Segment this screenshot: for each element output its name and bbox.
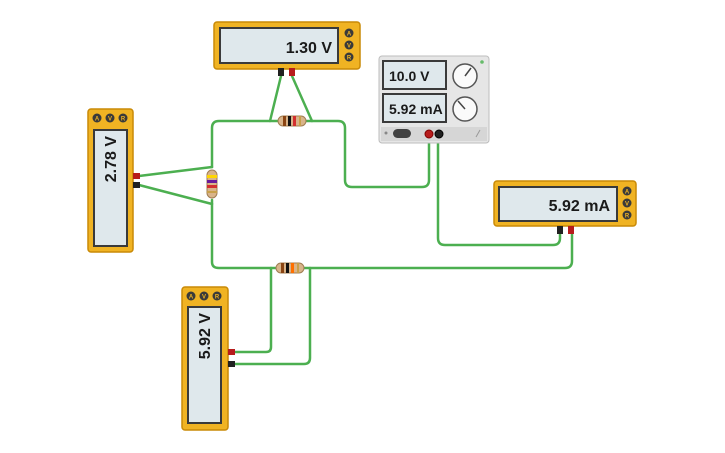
wire-left-meter-probe-red[interactable]	[137, 165, 214, 178]
wires	[137, 74, 574, 366]
svg-text:A: A	[347, 32, 352, 38]
ammeter-mode-button[interactable]	[186, 291, 196, 301]
multimeter-top-mode-buttons[interactable]: A V R	[344, 28, 354, 62]
probe-red-terminal[interactable]	[568, 226, 574, 234]
wire-top-loop[interactable]	[210, 119, 431, 189]
multimeter-right-reading: 5.92 mA	[549, 198, 611, 215]
probe-black-terminal[interactable]	[278, 68, 284, 76]
probe-black-terminal[interactable]	[228, 361, 235, 367]
multimeter-top[interactable]: 1.30 V A V R	[213, 21, 361, 76]
power-toggle-switch[interactable]	[393, 129, 411, 138]
multimeter-bottom-mode-buttons[interactable]: A V R	[186, 291, 222, 301]
current-knob[interactable]	[452, 96, 478, 122]
wire-top-meter-probe-black[interactable]	[268, 74, 283, 123]
voltmeter-mode-button[interactable]	[199, 291, 209, 301]
multimeter-bottom[interactable]: 5.92 V A V R	[181, 286, 235, 431]
svg-text:A: A	[625, 190, 630, 196]
wire-top-meter-probe-red[interactable]	[290, 74, 314, 123]
wire-bottom-meter-probe-red[interactable]	[233, 266, 273, 354]
power-supply-voltage: 10.0 V	[389, 68, 430, 84]
wire-psu-to-ammeter[interactable]	[436, 136, 562, 247]
probe-black-terminal[interactable]	[133, 182, 140, 188]
probe-red-terminal[interactable]	[289, 68, 295, 76]
svg-text:A: A	[189, 295, 194, 301]
probe-black-terminal[interactable]	[557, 226, 563, 234]
svg-text:V: V	[108, 117, 112, 123]
svg-text:A: A	[95, 117, 100, 123]
svg-text:R: R	[121, 117, 126, 123]
ground-mark	[475, 129, 481, 138]
svg-text:R: R	[347, 56, 352, 62]
resistor-top[interactable]	[277, 115, 307, 127]
multimeter-left[interactable]: 2.78 V A V R	[87, 108, 140, 253]
voltage-knob[interactable]	[452, 63, 478, 89]
voltmeter-mode-button[interactable]	[105, 113, 115, 123]
svg-text:R: R	[625, 214, 630, 220]
status-led	[480, 60, 484, 64]
svg-text:R: R	[215, 295, 220, 301]
power-supply-current: 5.92 mA	[389, 101, 443, 117]
ohmmeter-mode-button[interactable]	[344, 52, 354, 62]
multimeter-right[interactable]: 5.92 mA A V R	[493, 180, 637, 234]
wire-left-vertical[interactable]	[210, 198, 574, 270]
svg-text:V: V	[347, 44, 351, 50]
current-display	[382, 93, 447, 123]
resistor-left[interactable]	[206, 169, 218, 199]
positive-terminal[interactable]	[424, 129, 434, 139]
voltmeter-mode-button[interactable]	[344, 40, 354, 50]
ohmmeter-mode-button[interactable]	[622, 210, 632, 220]
ohmmeter-mode-button[interactable]	[212, 291, 222, 301]
svg-text:V: V	[625, 202, 629, 208]
voltage-display	[382, 60, 447, 90]
ammeter-mode-button[interactable]	[622, 186, 632, 196]
negative-terminal[interactable]	[434, 129, 444, 139]
probe-red-terminal[interactable]	[228, 349, 235, 355]
multimeter-right-mode-buttons[interactable]: A V R	[622, 186, 632, 220]
svg-text:V: V	[202, 295, 206, 301]
wire-bottom-meter-probe-black[interactable]	[233, 266, 312, 366]
multimeter-left-mode-buttons[interactable]: A V R	[92, 113, 128, 123]
wire-left-meter-probe-black[interactable]	[137, 183, 214, 206]
power-supply[interactable]: 10.0 V 5.92 mA	[378, 55, 490, 144]
ohmmeter-mode-button[interactable]	[118, 113, 128, 123]
ammeter-mode-button[interactable]	[344, 28, 354, 38]
probe-red-terminal[interactable]	[133, 173, 140, 179]
multimeter-left-reading: 2.78 V	[103, 136, 120, 183]
ammeter-mode-button[interactable]	[92, 113, 102, 123]
resistor-bottom[interactable]	[275, 262, 305, 274]
multimeter-bottom-reading: 5.92 V	[197, 313, 214, 360]
voltmeter-mode-button[interactable]	[622, 198, 632, 208]
multimeter-top-reading: 1.30 V	[286, 40, 333, 57]
